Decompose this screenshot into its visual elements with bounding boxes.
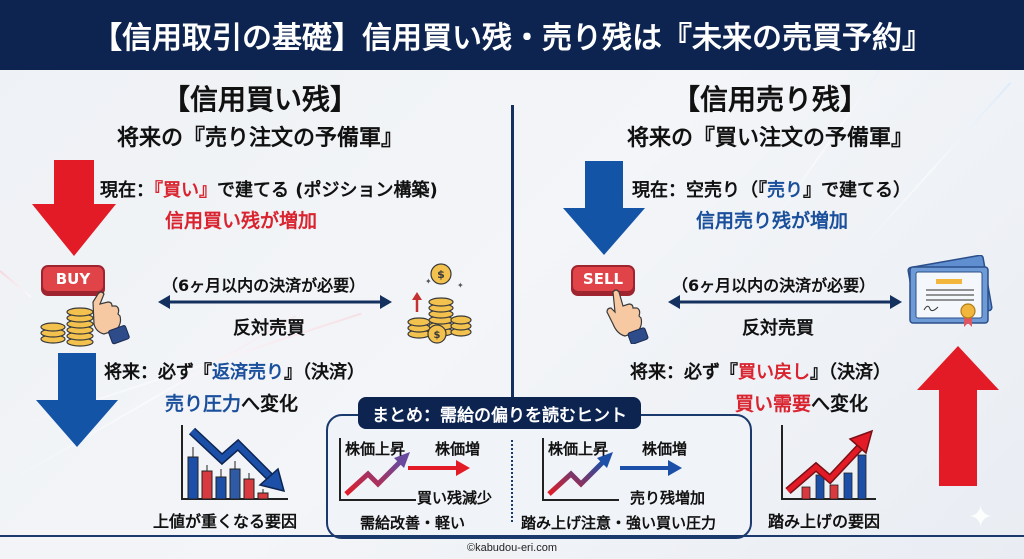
left-change-line: 売り圧力へ変化	[165, 389, 298, 416]
right-future-highlight: 買い戻し	[738, 362, 810, 383]
summary-right-price-up: 株価上昇	[548, 440, 609, 458]
buy-button-icon: BUY	[41, 265, 105, 293]
right-now-highlight: 売り	[767, 180, 803, 201]
footer-copyright: ©kabudou-eri.com	[466, 542, 558, 554]
svg-text:$: $	[437, 268, 445, 281]
left-double-arrow-icon	[158, 295, 392, 309]
summary-right-conclusion: 踏み上げ注意・強い買い圧力	[521, 514, 717, 532]
page-title: 【信用取引の基礎】信用買い残・売り残は『未来の売買予約』	[92, 21, 932, 56]
summary-right-change: 売り残増加	[630, 489, 706, 507]
arrow-down-blue-icon	[36, 353, 118, 447]
right-reverse-trade: 反対売買	[742, 318, 814, 339]
right-deadline-note: （6ヶ月以内の決済が必要）	[672, 276, 876, 295]
summary-left-change: 買い残減少	[417, 489, 493, 507]
pointing-hand-icon	[606, 289, 649, 344]
right-future-prefix: 将来：必ず『	[630, 362, 738, 383]
falling-candlestick-chart-icon	[181, 425, 288, 500]
left-reverse-trade: 反対売買	[233, 318, 305, 339]
left-chart-caption: 上値が重くなる要因	[153, 512, 298, 531]
certificate-icon	[907, 255, 993, 327]
left-future-suffix: 』（決済）	[284, 362, 365, 383]
right-now-suffix: 』で建てる）	[803, 180, 911, 201]
right-change-line: 買い需要へ変化	[735, 389, 868, 416]
summary-right-chart-icon	[542, 438, 619, 501]
right-now-result: 信用売り残が増加	[696, 210, 849, 232]
header-banner: 【信用取引の基礎】信用買い残・売り残は『未来の売買予約』	[0, 0, 1024, 70]
coin-stacks-hand-icon	[40, 291, 130, 347]
summary-left-chart-icon	[339, 438, 416, 501]
summary-right-price-more: 株価増	[642, 440, 688, 458]
left-deadline-note: （6ヶ月以内の決済が必要）	[162, 276, 366, 295]
summary-left-red-arrow-icon	[408, 460, 470, 476]
svg-text:$: $	[434, 330, 441, 341]
left-change-highlight: 売り圧力	[165, 393, 242, 415]
right-future-suffix: 』（決済）	[810, 362, 891, 383]
center-divider	[511, 105, 514, 397]
sparkle-icon: ✦	[968, 500, 994, 535]
background-light-streak	[0, 270, 32, 298]
left-now-highlight: 『買い』	[154, 180, 217, 201]
right-change-suffix: へ変化	[811, 393, 869, 415]
rising-coins-icon: $ $ ✦ ✦	[407, 263, 472, 344]
summary-label: まとめ：需給の偏りを読むヒント	[358, 397, 641, 429]
right-now-prefix: 現在：空売り（『	[632, 180, 767, 201]
svg-text:✦: ✦	[425, 277, 432, 286]
left-section-title: 【信用買い残】	[161, 83, 358, 116]
left-now-line: 現在：『買い』で建てる (ポジション構築)	[100, 176, 438, 202]
summary-dotted-divider	[511, 440, 513, 522]
left-change-suffix: へ変化	[241, 393, 299, 415]
left-now-prefix: 現在：	[100, 180, 154, 201]
right-future-line: 将来：必ず『買い戻し』（決済）	[630, 358, 891, 384]
summary-left-conclusion: 需給改善・軽い	[360, 514, 466, 532]
right-chart-caption: 踏み上げの要因	[768, 512, 881, 531]
arrow-down-blue-icon	[563, 161, 645, 255]
sell-button-icon: SELL	[571, 265, 635, 293]
buy-button-label: BUY	[55, 270, 91, 288]
footer-divider	[0, 535, 1024, 537]
right-double-arrow-icon	[668, 295, 902, 309]
left-section-subtitle: 将来の『売り注文の予備軍』	[116, 126, 403, 151]
left-future-line: 将来：必ず『返済売り』（決済）	[104, 358, 365, 384]
arrow-down-red-icon	[32, 160, 116, 256]
right-now-line: 現在：空売り（『売り』で建てる）	[632, 176, 911, 202]
right-section-title: 【信用売り残】	[671, 83, 868, 116]
left-future-highlight: 返済売り	[212, 362, 284, 383]
arrow-up-red-icon	[917, 346, 999, 486]
left-future-prefix: 将来：必ず『	[104, 362, 212, 383]
right-section-subtitle: 将来の『買い注文の予備軍』	[626, 126, 913, 151]
summary-left-price-more: 株価増	[435, 440, 481, 458]
left-now-suffix: で建てる (ポジション構築)	[217, 180, 438, 201]
right-change-highlight: 買い需要	[735, 393, 812, 415]
summary-left-price-up: 株価上昇	[345, 440, 406, 458]
rising-bar-chart-icon	[781, 425, 876, 500]
summary-right-blue-arrow-icon	[620, 460, 682, 476]
sell-button-label: SELL	[582, 270, 624, 288]
left-now-result: 信用買い残が増加	[165, 210, 318, 232]
svg-text:✦: ✦	[457, 281, 464, 290]
